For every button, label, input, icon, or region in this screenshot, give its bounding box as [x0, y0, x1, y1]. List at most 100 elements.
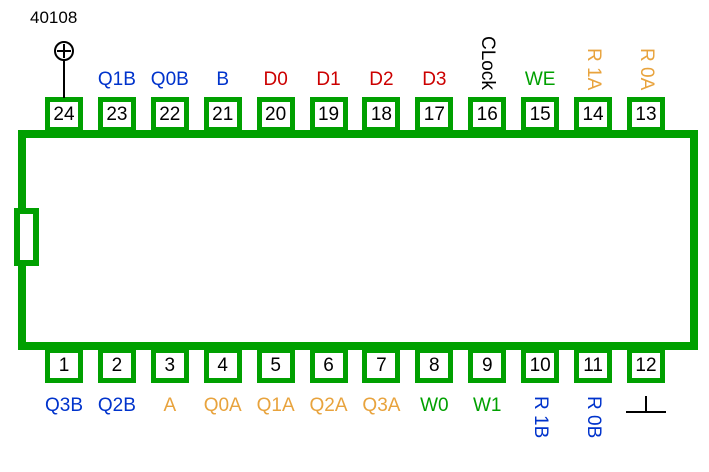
pin-box: 2	[97, 348, 136, 383]
pin-4: 4 Q0A	[204, 348, 242, 447]
pin-17: D3 17	[415, 18, 454, 132]
pin-box: 19	[309, 97, 348, 132]
pin-box: 8	[415, 348, 454, 383]
pin-label: B	[216, 69, 230, 91]
pin-label: W1	[473, 395, 502, 416]
pin-label: WE	[524, 69, 556, 91]
pin-label: W0	[420, 395, 449, 416]
pin-label: CLock	[477, 36, 499, 90]
pin-number: 5	[270, 354, 281, 376]
pin-13: R 0A 13	[626, 18, 665, 132]
pin-box: 20	[256, 97, 295, 132]
pin-number: 22	[159, 103, 181, 125]
pin-22: Q0B 22	[151, 18, 189, 132]
pin-label: R 0B	[583, 396, 605, 439]
pin-label: Q0B	[150, 69, 189, 91]
pin-number: 2	[111, 354, 123, 376]
pin-9: 9 W1	[468, 348, 507, 447]
pin-box: 23	[97, 97, 136, 132]
pin-number: 14	[582, 103, 604, 125]
pin-16: CLock 16	[468, 18, 507, 132]
pin-number: 7	[376, 354, 387, 376]
pin-number: 11	[583, 354, 603, 376]
pin-3: 3 A	[150, 348, 189, 447]
pin-5: 5 Q1A	[257, 348, 295, 447]
pin-number: 6	[323, 354, 334, 376]
pin-label: Q3A	[362, 395, 401, 416]
pin-8: 8 W0	[415, 348, 454, 447]
pin-box: 12	[626, 348, 665, 383]
power-symbol-icon	[54, 41, 74, 98]
pin-label: D2	[369, 69, 394, 91]
chip-body	[18, 130, 698, 350]
pin-box: 10	[521, 348, 560, 383]
pin-6: 6 Q2A	[310, 348, 348, 447]
pin-box: 7	[362, 348, 401, 383]
pin-23: Q1B 23	[98, 18, 136, 132]
pin-2: 2 Q2B	[98, 348, 136, 447]
pin-box: 17	[415, 97, 454, 132]
pin-label: Q3B	[44, 395, 84, 416]
pin-12: 12	[625, 348, 666, 447]
pin-label: R 1A	[583, 47, 605, 90]
pin-label: D0	[263, 69, 288, 91]
pin-number: 15	[529, 103, 551, 125]
pin-15: WE 15	[521, 18, 560, 132]
pin-number: 8	[429, 354, 440, 376]
pin-number: 20	[265, 103, 287, 125]
pin-number: 13	[635, 103, 657, 125]
chip-notch	[14, 208, 39, 266]
pin-box: 15	[521, 97, 560, 132]
pin-number: 12	[635, 354, 657, 376]
pin-24: 24	[45, 18, 83, 132]
pin-box: 22	[150, 97, 189, 132]
pin-number: 3	[164, 354, 176, 376]
chip-title: 40108	[30, 8, 78, 27]
pin-box: 9	[468, 348, 507, 383]
pin-label: D1	[316, 69, 341, 91]
pin-label: R 1B	[530, 396, 552, 439]
top-pin-row: 24 Q1B 23 Q0B 22 B 21 D0 20 D1 19 D2 18 …	[45, 18, 665, 132]
pin-box: 13	[626, 97, 665, 132]
pin-label: Q1A	[256, 395, 295, 416]
pin-number: 24	[53, 103, 75, 125]
pin-box: 6	[309, 348, 348, 383]
pin-label: Q1B	[97, 69, 136, 91]
pin-box: 11	[574, 348, 613, 383]
pin-14: R 1A 14	[574, 18, 613, 132]
pin-box: 14	[574, 97, 613, 132]
pin-19: D1 19	[309, 18, 348, 132]
pin-box: 3	[150, 348, 189, 383]
pin-label: Q0A	[203, 395, 242, 416]
pin-label: R 0A	[635, 47, 657, 90]
pin-1: 1 Q3B	[45, 348, 83, 447]
pin-number: 16	[476, 103, 498, 125]
pin-box: 18	[362, 97, 401, 132]
pin-7: 7 Q3A	[362, 348, 400, 447]
pin-label: A	[163, 395, 177, 416]
pin-number: 1	[58, 354, 70, 376]
pin-20: D0 20	[256, 18, 295, 132]
pin-box: 1	[45, 348, 83, 383]
pin-18: D2 18	[362, 18, 401, 132]
pin-11: 11 R 0B	[574, 348, 613, 447]
pin-number: 17	[423, 103, 445, 125]
pin-box: 4	[203, 348, 242, 383]
pin-number: 4	[217, 354, 228, 376]
pin-number: 19	[317, 103, 340, 125]
pin-box: 24	[45, 97, 83, 132]
bottom-pin-row: 1 Q3B 2 Q2B 3 A 4 Q0A 5 Q1A 6 Q2A 7 Q3A …	[45, 348, 666, 447]
pin-number: 10	[529, 354, 551, 376]
pin-number: 21	[212, 103, 234, 125]
pin-number: 18	[370, 103, 392, 125]
pin-label: Q2A	[309, 395, 348, 416]
pin-box: 5	[256, 348, 295, 383]
pin-box: 21	[203, 97, 242, 132]
pin-number: 23	[106, 103, 128, 125]
ground-symbol-icon	[625, 396, 666, 413]
pin-label: D3	[422, 69, 447, 91]
pin-box: 16	[468, 97, 507, 132]
pin-21: B 21	[203, 18, 242, 132]
pin-label: Q2B	[97, 395, 136, 416]
